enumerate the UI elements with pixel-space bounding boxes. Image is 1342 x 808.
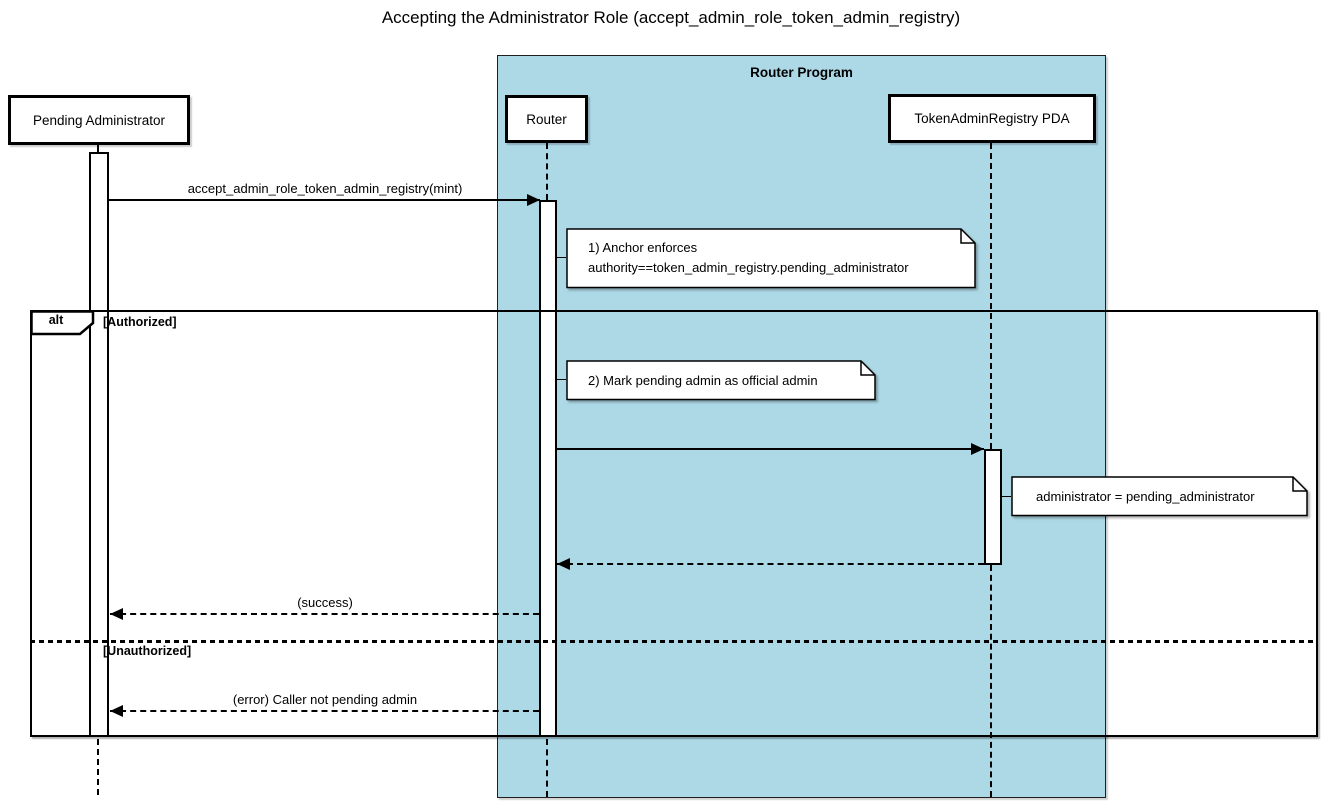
diagram-title: Accepting the Administrator Role (accept… xyxy=(381,8,961,27)
participant-token-admin-registry-pda: TokenAdminRegistry PDA xyxy=(888,94,1096,143)
participant-router: Router xyxy=(505,95,588,143)
message-accept-admin-role-label: accept_admin_role_token_admin_registry(m… xyxy=(187,181,463,196)
note-shape-icon xyxy=(566,360,876,401)
note-administrator-assignment-text: administrator = pending_administrator xyxy=(1036,489,1255,504)
router-program-label: Router Program xyxy=(750,65,853,80)
note-shape-icon xyxy=(566,228,976,289)
alt-frame-divider xyxy=(30,640,1318,643)
note-anchor-enforces-line1: 1) Anchor enforces xyxy=(588,240,698,255)
arrowhead-right-icon xyxy=(527,194,540,206)
participant-token-admin-registry-pda-label: TokenAdminRegistry PDA xyxy=(914,111,1070,126)
message-accept-admin-role-line xyxy=(109,199,540,201)
message-success-label: (success) xyxy=(297,595,353,610)
lifeline-router-top xyxy=(546,143,548,200)
note-anchor-enforces-line2: authority==token_admin_registry.pending_… xyxy=(588,260,909,275)
alt-operator-label: alt xyxy=(48,313,64,327)
message-error-line xyxy=(110,710,539,712)
arrowhead-right-icon xyxy=(971,443,984,455)
lifeline-pending-admin-bottom xyxy=(97,739,99,795)
note1-connector-line xyxy=(557,257,566,258)
arrowhead-left-icon xyxy=(557,558,570,570)
lifeline-pda-bottom xyxy=(990,565,992,797)
note3-connector-line xyxy=(1002,496,1011,497)
note-mark-pending-admin-text: 2) Mark pending admin as official admin xyxy=(588,373,818,388)
participant-pending-administrator: Pending Administrator xyxy=(8,95,190,145)
note-anchor-enforces: 1) Anchor enforces authority==token_admi… xyxy=(566,228,976,289)
message-router-to-pda-line xyxy=(557,448,984,450)
guard-authorized-label: [Authorized] xyxy=(103,315,177,329)
arrowhead-left-icon xyxy=(110,608,123,620)
lifeline-pda-top xyxy=(990,143,992,449)
note-administrator-assignment: administrator = pending_administrator xyxy=(1011,476,1308,517)
message-pda-return-line xyxy=(557,563,984,565)
message-success-line xyxy=(110,613,539,615)
note-mark-pending-admin: 2) Mark pending admin as official admin xyxy=(566,360,876,401)
router-program-container xyxy=(497,55,1106,798)
note2-connector-line xyxy=(557,379,566,380)
activation-router xyxy=(539,200,557,737)
participant-pending-administrator-label: Pending Administrator xyxy=(32,112,166,128)
note-anchor-enforces-text: 1) Anchor enforces authority==token_admi… xyxy=(566,228,976,289)
guard-unauthorized-label: [Unauthorized] xyxy=(103,644,192,658)
participant-router-label: Router xyxy=(526,111,567,127)
activation-pda xyxy=(984,449,1002,565)
note-shape-icon xyxy=(1011,476,1308,517)
message-error-label: (error) Caller not pending admin xyxy=(232,692,418,707)
arrowhead-left-icon xyxy=(110,705,123,717)
lifeline-pending-admin-stub xyxy=(97,143,99,152)
lifeline-router-bottom xyxy=(546,739,548,797)
